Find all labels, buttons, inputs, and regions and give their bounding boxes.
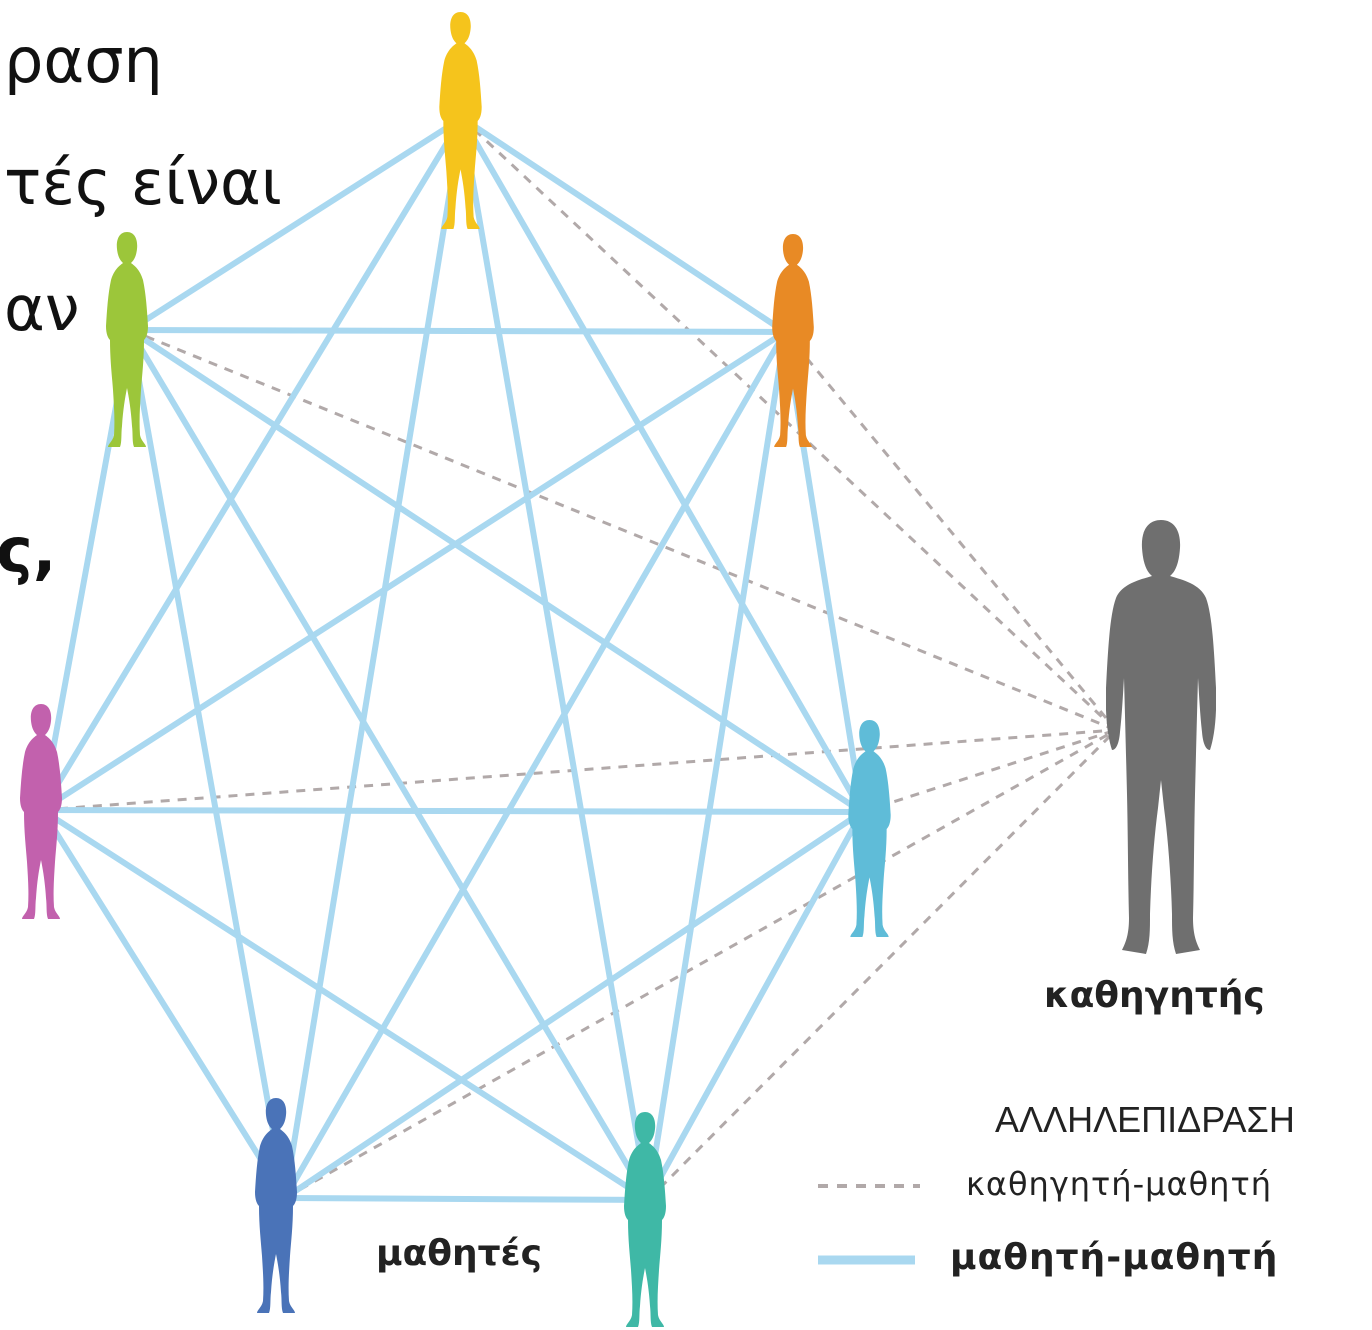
teacher-link-lightblue [861,728,1117,814]
link-orange-blue [282,329,788,1201]
teacher-link-blue [284,728,1117,1200]
link-teal-pink [39,807,651,1203]
background-text-line-4: ς, [0,514,57,587]
link-lightblue-blue [282,809,865,1201]
link-yellow-pink [39,115,465,813]
background-text-line-3: αν [4,272,80,345]
link-blue-green [127,327,288,1201]
legend-title: ΑΛΛΗΛΕΠΙΔΡΑΣΗ [995,1099,1295,1140]
link-teal-green [127,327,651,1203]
link-yellow-green [127,115,465,333]
teacher-link-orange [783,331,1118,731]
link-orange-green [127,327,788,335]
link-blue-pink [39,807,288,1201]
link-yellow-orange [459,115,788,335]
legend-teacher-student-label: καθηγητή-μαθητή [966,1165,1272,1203]
legend-student-student-label: μαθητή-μαθητή [950,1237,1279,1278]
link-orange-pink [39,329,788,813]
link-yellow-teal [459,115,651,1203]
legend-swatches [818,1184,920,1265]
students-label: μαθητές [376,1233,542,1274]
teacher-link-green [129,328,1117,732]
student-student-links [39,115,865,1203]
teacher-link-teal [646,728,1118,1202]
teacher-label: καθηγητής [1044,975,1265,1016]
link-lightblue-teal [645,809,865,1203]
link-yellow-blue [282,115,465,1201]
link-orange-teal [645,329,788,1203]
link-yellow-lightblue [459,115,865,815]
background-text-line-1: ραση [4,24,163,97]
link-lightblue-green [127,327,865,815]
student-blue-icon [255,1098,297,1313]
background-text-line-2: τές είναι [4,146,282,219]
link-lightblue-pink [39,807,865,815]
teacher-icon [1106,520,1216,954]
teacher-link-yellow [460,116,1118,732]
student-orange-icon [772,233,814,448]
link-teal-blue [282,1195,651,1203]
